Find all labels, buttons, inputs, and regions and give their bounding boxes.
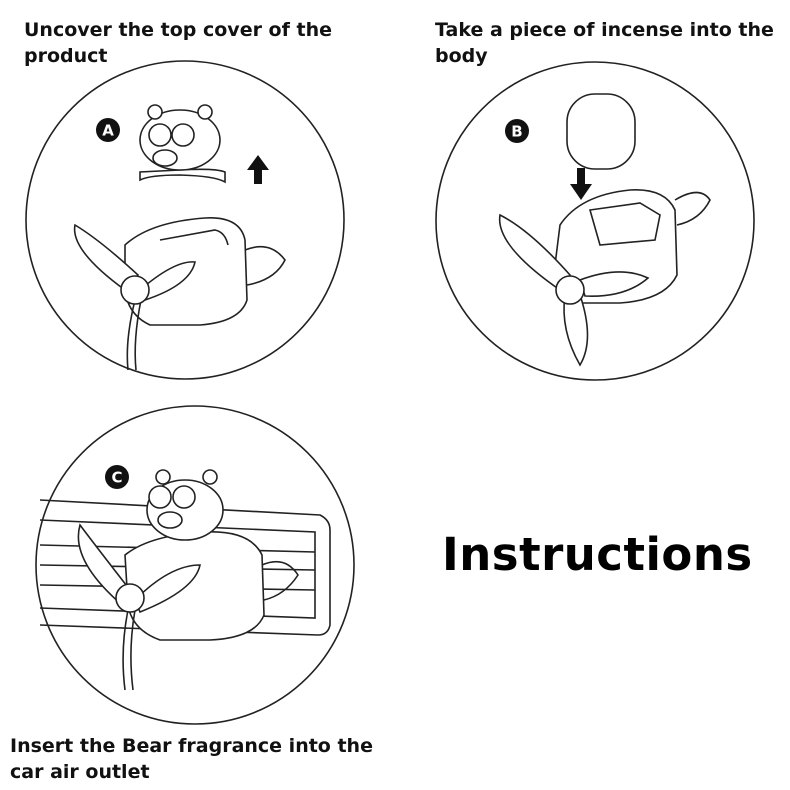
arrow-up-icon: [247, 155, 269, 184]
step-a-caption: Uncover the top cover of the product: [24, 19, 332, 67]
svg-text:A: A: [102, 122, 114, 140]
step-c-badge: C: [105, 465, 129, 489]
airplane-body-open: [498, 189, 711, 367]
svg-text:B: B: [511, 123, 522, 141]
step-b-illustration: B: [435, 61, 755, 381]
bear-cover: [139, 104, 226, 184]
step-c-caption: Insert the Bear fragrance into the car a…: [10, 735, 373, 783]
step-c-illustration: C: [35, 405, 355, 725]
airplane-body: [73, 217, 286, 371]
bear-airplane: [77, 469, 299, 691]
step-b-caption: Take a piece of incense into the body: [435, 19, 774, 67]
instructions-title: Instructions: [442, 528, 753, 581]
step-b-badge: B: [505, 119, 529, 143]
arrow-down-icon: [570, 168, 592, 200]
svg-text:C: C: [111, 469, 122, 487]
step-a-badge: A: [96, 118, 120, 142]
incense-piece: [566, 93, 636, 170]
step-a-illustration: A: [25, 60, 345, 380]
